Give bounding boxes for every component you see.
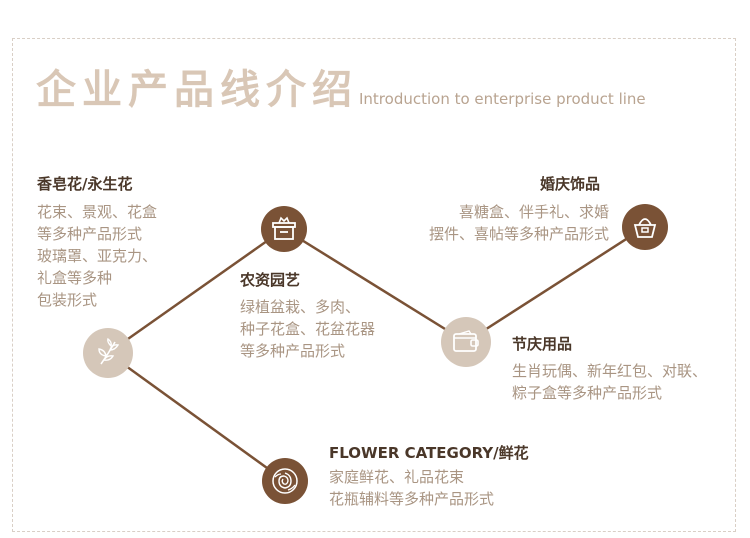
connector-leaf-to-box bbox=[107, 227, 285, 355]
fresh-flower-heading: FLOWER CATEGORY/鲜花 bbox=[329, 444, 529, 462]
wedding-description: 喜糖盒、伴手礼、求婚 摆件、喜帖等多种产品形式 bbox=[398, 201, 609, 245]
connector-box-to-packet bbox=[283, 227, 467, 344]
red-packet-icon bbox=[453, 330, 479, 352]
desc-line: 礼盒等多种 bbox=[37, 269, 113, 287]
desc-line: 家庭鲜花、礼品花束 bbox=[329, 468, 465, 486]
desc-line: 喜糖盒、伴手礼、求婚 bbox=[458, 203, 609, 221]
gardening-heading: 农资园艺 bbox=[240, 271, 301, 289]
desc-line: 绿植盆栽、多肉、 bbox=[240, 298, 361, 316]
desc-line: 粽子盒等多种产品形式 bbox=[512, 384, 663, 402]
connector-packet-to-bag bbox=[465, 225, 646, 344]
desc-line: 生肖玩偶、新年红包、对联、 bbox=[512, 362, 708, 380]
page-subtitle: Introduction to enterprise product line bbox=[359, 90, 646, 108]
soap-flower-heading: 香皂花/永生花 bbox=[37, 175, 133, 193]
desc-line: 包装形式 bbox=[37, 291, 98, 309]
rose-icon bbox=[272, 468, 298, 494]
gardening-description: 绿植盆栽、多肉、 种子花盒、花盆花器 等多种产品形式 bbox=[240, 296, 375, 362]
node-wedding bbox=[622, 204, 668, 250]
soap-flower-description: 花束、景观、花盒 等多种产品形式 玻璃罩、亚克力、 礼盒等多种 包装形式 bbox=[37, 201, 157, 311]
node-gardening bbox=[261, 206, 307, 252]
desc-line: 摆件、喜帖等多种产品形式 bbox=[428, 225, 609, 243]
desc-line: 种子花盒、花盆花器 bbox=[240, 320, 376, 338]
gift-box-icon bbox=[272, 216, 296, 240]
fresh-flower-description: 家庭鲜花、礼品花束 花瓶辅料等多种产品形式 bbox=[329, 466, 494, 510]
desc-line: 花瓶辅料等多种产品形式 bbox=[329, 490, 495, 508]
page-title: 企业产品线介绍 bbox=[36, 67, 358, 113]
festival-heading: 节庆用品 bbox=[512, 335, 573, 353]
gift-bag-icon bbox=[633, 218, 657, 238]
festival-description: 生肖玩偶、新年红包、对联、 粽子盒等多种产品形式 bbox=[512, 360, 707, 404]
leaf-branch-icon bbox=[98, 338, 120, 365]
desc-line: 等多种产品形式 bbox=[240, 342, 346, 360]
node-festival bbox=[441, 317, 491, 367]
desc-line: 等多种产品形式 bbox=[37, 225, 143, 243]
wedding-heading: 婚庆饰品 bbox=[540, 175, 601, 193]
node-fresh-flower bbox=[262, 458, 308, 504]
dashed-frame bbox=[12, 38, 736, 532]
desc-line: 玻璃罩、亚克力、 bbox=[37, 247, 158, 265]
connector-leaf-to-rose bbox=[107, 351, 286, 483]
desc-line: 花束、景观、花盒 bbox=[37, 203, 158, 221]
node-soap-flower bbox=[83, 328, 133, 378]
